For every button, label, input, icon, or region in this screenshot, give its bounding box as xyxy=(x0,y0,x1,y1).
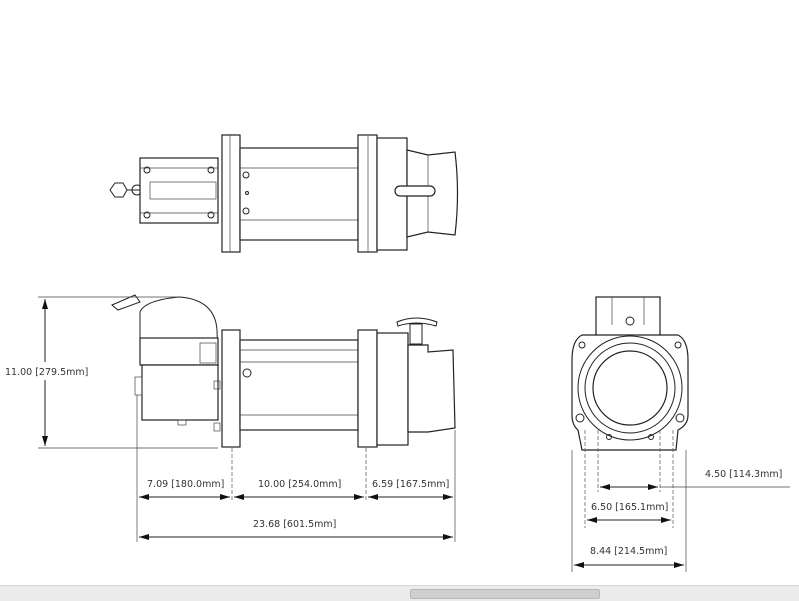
drum-opening xyxy=(592,350,668,426)
gearbox-end-cap-side xyxy=(407,344,456,433)
overall-length-dimension: 23.68 [601.5mm] xyxy=(253,519,336,530)
drum-top xyxy=(239,147,359,241)
side-view xyxy=(111,294,456,448)
gearbox-side xyxy=(376,332,409,446)
motor-top xyxy=(139,157,219,224)
motor-side xyxy=(134,364,221,432)
clutch-knob xyxy=(396,317,438,345)
height-dimension: 11.00 [279.5mm] xyxy=(5,367,88,378)
left-end-plate-top xyxy=(221,134,241,253)
overall-width-dimension: 8.44 [214.5mm] xyxy=(590,546,667,557)
horizontal-scrollbar[interactable] xyxy=(0,585,799,601)
right-end-plate-top xyxy=(357,134,378,253)
motor-length-dimension: 7.09 [180.0mm] xyxy=(147,479,224,490)
dimension-lines xyxy=(38,296,790,572)
winch-technical-drawing: 11.00 [279.5mm] 7.09 [180.0mm] 10.00 [25… xyxy=(5,134,790,572)
drum-length-dimension: 10.00 [254.0mm] xyxy=(258,479,341,490)
drum-side xyxy=(239,339,359,431)
bolt-spacing-outer-dimension: 6.50 [165.1mm] xyxy=(591,502,668,513)
gearbox-length-dimension: 6.59 [167.5mm] xyxy=(372,479,449,490)
end-view xyxy=(571,296,689,451)
top-view xyxy=(109,134,459,253)
solenoid-cover xyxy=(111,294,219,366)
clutch-handle-top xyxy=(394,185,436,197)
key-switch xyxy=(109,182,143,198)
right-end-plate-side xyxy=(357,329,378,448)
bolt-spacing-inner-dimension: 4.50 [114.3mm] xyxy=(705,469,782,480)
scrollbar-thumb[interactable] xyxy=(410,589,600,599)
left-end-plate-side xyxy=(221,329,241,448)
